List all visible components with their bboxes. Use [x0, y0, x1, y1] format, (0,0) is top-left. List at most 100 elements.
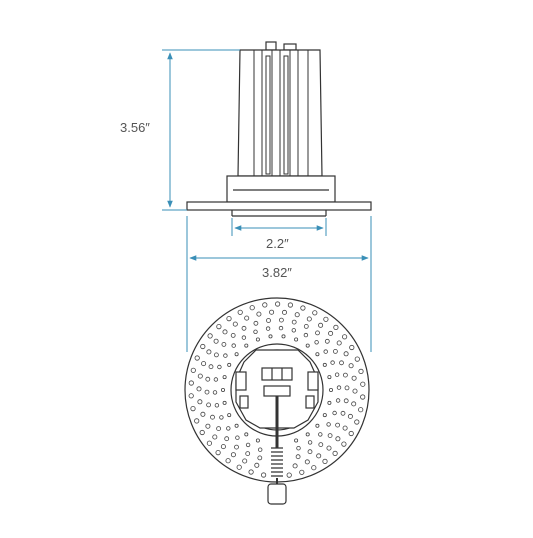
- flange-hole: [206, 440, 212, 446]
- flange-hole: [208, 364, 214, 370]
- flange-hole: [315, 423, 320, 428]
- top-clip-right: [283, 43, 297, 51]
- flange-hole: [324, 338, 330, 344]
- flange-hole: [349, 344, 355, 351]
- cable-connector: [267, 483, 287, 505]
- flange-hole: [332, 348, 338, 354]
- flange-hole: [249, 305, 255, 311]
- flange-hole: [327, 375, 332, 380]
- flange-hole: [226, 426, 231, 431]
- flange-hole: [227, 413, 232, 418]
- flange-hole: [336, 340, 342, 346]
- cable-coil: [271, 447, 283, 477]
- flange-hole: [314, 340, 319, 345]
- flange-hole: [281, 309, 287, 315]
- flange-hole: [217, 364, 222, 370]
- height-dimension-label: 3.56″: [120, 120, 150, 135]
- flange-hole: [311, 465, 317, 471]
- side-view: [186, 41, 372, 217]
- flange-hole: [318, 432, 323, 437]
- flange-hole: [342, 425, 348, 431]
- flange-hole: [244, 343, 249, 348]
- flange-hole: [231, 343, 236, 348]
- flange-hole: [234, 352, 239, 357]
- flange-hole: [258, 447, 263, 452]
- flange-hole: [336, 385, 342, 390]
- flange-hole: [212, 390, 218, 395]
- flange-hole: [197, 399, 203, 405]
- flange-hole: [351, 401, 357, 407]
- flange-hole: [207, 333, 213, 339]
- flange-hole: [287, 302, 293, 308]
- top-clip: [265, 41, 277, 51]
- flange-hole: [190, 367, 196, 373]
- flange-hole: [295, 454, 301, 460]
- flange-hole: [315, 352, 320, 357]
- flange-hole: [230, 332, 236, 338]
- flange-hole: [354, 356, 360, 362]
- flange-hole: [360, 381, 366, 387]
- flange-hole: [352, 388, 358, 394]
- flange-hole: [332, 450, 338, 456]
- flange-hole: [334, 372, 340, 377]
- flange-hole: [327, 433, 333, 439]
- collar: [226, 175, 336, 203]
- flange-hole: [278, 325, 284, 331]
- dimension-lines: [162, 49, 372, 352]
- flange-hole: [242, 458, 248, 464]
- flange-hole: [316, 453, 322, 459]
- flange-hole: [307, 449, 313, 455]
- flange-hole: [340, 410, 346, 416]
- flange-hole: [327, 400, 332, 405]
- flange-hole: [248, 469, 254, 475]
- flange-hole: [222, 400, 227, 405]
- flange-hole: [200, 411, 206, 417]
- flange-hole: [354, 419, 360, 425]
- flange-hole: [278, 317, 284, 323]
- flange-hole: [332, 410, 337, 416]
- flange-hole: [322, 413, 327, 418]
- flange-hole: [222, 329, 228, 335]
- flange-hole: [291, 328, 296, 333]
- flange-hole: [204, 389, 210, 395]
- flange-hole: [305, 343, 310, 348]
- flange-hole: [235, 435, 240, 440]
- flange-hole: [266, 318, 271, 323]
- flange-hole: [303, 323, 309, 329]
- flange-hole: [323, 316, 329, 322]
- flange-hole: [330, 360, 335, 365]
- cutout-dimension-label: 2.2″: [266, 236, 289, 251]
- flange-hole: [205, 376, 211, 382]
- flange-hole: [213, 352, 219, 358]
- flange-hole: [305, 432, 310, 437]
- flange-hole: [196, 386, 202, 392]
- flange-hole: [300, 305, 306, 311]
- flange-hole: [358, 407, 364, 413]
- driver-label: [261, 367, 293, 381]
- flange-holes: [188, 301, 366, 478]
- flange-hole: [339, 360, 344, 366]
- flange-hole: [348, 430, 354, 437]
- flange-hole: [291, 319, 297, 325]
- flange-hole: [223, 353, 228, 358]
- flange-hole: [200, 343, 206, 350]
- flange-hole: [328, 387, 333, 392]
- flange-hole: [268, 334, 273, 339]
- flange-hole: [299, 469, 305, 475]
- flange-hole: [214, 403, 220, 408]
- flange-hole: [216, 323, 222, 330]
- flange-hole: [294, 337, 299, 342]
- flange-hole: [333, 324, 339, 330]
- flange-hole: [322, 458, 328, 464]
- flange-hole: [281, 334, 286, 339]
- flange-hole: [294, 312, 300, 318]
- flange-hole: [188, 393, 194, 399]
- flange-hole: [253, 320, 259, 326]
- flange-hole: [201, 361, 207, 367]
- flange-hole: [220, 444, 226, 450]
- flange-hole: [294, 438, 299, 443]
- flange-hole: [328, 330, 334, 336]
- flange-hole: [307, 440, 313, 445]
